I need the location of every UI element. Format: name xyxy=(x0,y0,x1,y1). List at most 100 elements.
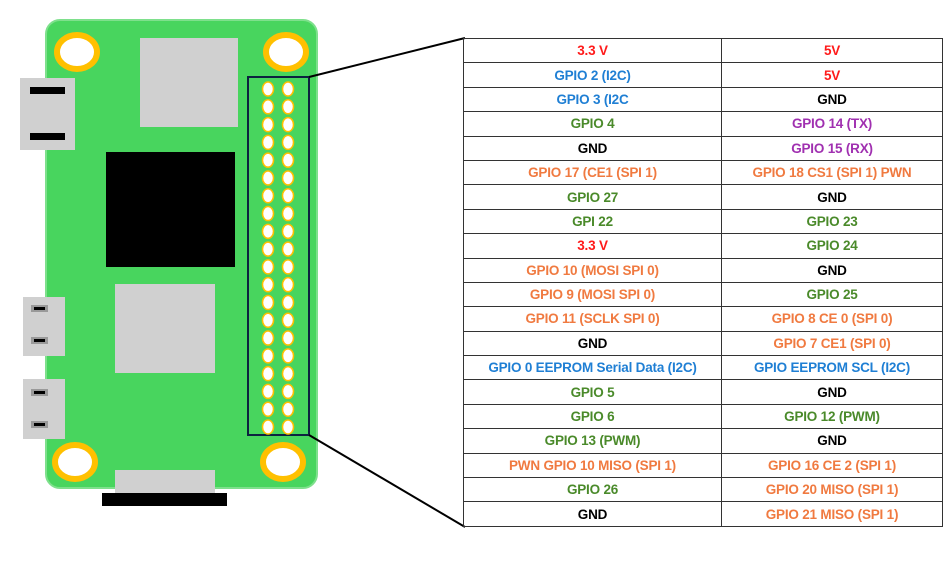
mini-hdmi-port xyxy=(20,78,75,150)
gpio-pin xyxy=(281,152,295,168)
pin-odd-label: GPI 22 xyxy=(463,208,722,235)
gpio-pin xyxy=(281,348,295,364)
pin-odd-label: GPIO 13 (PWM) xyxy=(463,428,722,454)
wifi-chip xyxy=(140,38,238,127)
mount-hole xyxy=(52,442,98,482)
pin-odd-label: GPIO 2 (I2C) xyxy=(463,62,722,88)
gpio-pin xyxy=(281,294,295,311)
gpio-pin xyxy=(261,223,275,240)
pin-odd-label: GPIO 3 (I2C xyxy=(463,86,722,113)
pin-even-label: GPIO 8 CE 0 (SPI 0) xyxy=(721,306,943,332)
callout-line-top xyxy=(308,37,466,78)
mount-hole xyxy=(260,442,306,482)
pin-even-label: GPIO EEPROM SCL (I2C) xyxy=(721,355,943,381)
pin-odd-label: GPIO 4 xyxy=(463,111,722,137)
gpio-pin xyxy=(281,365,295,382)
pin-odd-label: GND xyxy=(463,135,722,161)
pin-even-label: GPIO 18 CS1 (SPI 1) PWN xyxy=(721,159,943,186)
mount-hole xyxy=(54,32,100,72)
pin-odd-label: GPIO 11 (SCLK SPI 0) xyxy=(463,306,722,332)
gpio-pin xyxy=(281,223,295,240)
pin-odd-label: GPIO 26 xyxy=(463,477,722,503)
gpio-pins xyxy=(261,81,295,435)
pinout-row: PWN GPIO 10 MISO (SPI 1)GPIO 16 CE 2 (SP… xyxy=(463,452,943,479)
gpio-pin xyxy=(261,81,275,97)
camera-connector xyxy=(102,470,227,506)
pin-even-label: GPIO 20 MISO (SPI 1) xyxy=(721,477,943,503)
pin-even-label: GND xyxy=(721,379,943,405)
gpio-pin xyxy=(261,241,275,257)
gpio-pin xyxy=(261,330,275,346)
gpio-pin xyxy=(281,312,295,329)
gpio-pin xyxy=(261,187,275,204)
pin-even-label: GND xyxy=(721,86,943,113)
gpio-pin xyxy=(261,259,275,275)
gpio-pin xyxy=(261,152,275,168)
pin-even-label: GND xyxy=(721,428,943,454)
gpio-pin xyxy=(261,294,275,311)
gpio-pin xyxy=(281,259,295,275)
pin-even-label: GPIO 24 xyxy=(721,233,943,259)
pinout-row: GPIO 13 (PWM)GND xyxy=(463,428,943,454)
pin-even-label: GPIO 12 (PWM) xyxy=(721,403,943,430)
gpio-pin xyxy=(281,170,295,186)
gpio-pin xyxy=(281,81,295,97)
mount-hole xyxy=(263,32,309,72)
pinout-row: GPIO 10 (MOSI SPI 0)GND xyxy=(463,257,943,283)
raspberry-pi-zero-board xyxy=(20,19,466,528)
gpio-header-outline xyxy=(247,76,310,436)
pin-even-label: GND xyxy=(721,184,943,210)
pin-odd-label: GPIO 17 (CE1 (SPI 1) xyxy=(463,159,722,186)
pin-even-label: GPIO 14 (TX) xyxy=(721,111,943,137)
gpio-pin xyxy=(281,241,295,257)
gpio-pin xyxy=(261,99,275,115)
gpio-pin xyxy=(261,348,275,364)
pin-even-label: 5V xyxy=(721,37,943,64)
pin-odd-label: PWN GPIO 10 MISO (SPI 1) xyxy=(463,452,722,479)
pin-even-label: GPIO 16 CE 2 (SPI 1) xyxy=(721,452,943,479)
pin-even-label: GPIO 7 CE1 (SPI 0) xyxy=(721,330,943,357)
gpio-pin xyxy=(281,187,295,204)
memory-chip xyxy=(115,284,215,373)
pin-odd-label: GPIO 5 xyxy=(463,379,722,405)
gpio-pin xyxy=(281,134,295,151)
pin-odd-label: 3.3 V xyxy=(463,37,722,64)
gpio-pin xyxy=(261,383,275,400)
gpio-pin xyxy=(281,401,295,417)
pinout-row: GPIO 0 EEPROM Serial Data (I2C)GPIO EEPR… xyxy=(463,355,943,381)
pin-even-label: GPIO 15 (RX) xyxy=(721,135,943,161)
callout-line-bottom xyxy=(308,434,466,528)
processor-chip xyxy=(106,152,235,267)
pin-odd-label: GPIO 0 EEPROM Serial Data (I2C) xyxy=(463,355,722,381)
pin-odd-label: GND xyxy=(463,330,722,357)
gpio-pin xyxy=(281,419,295,435)
pin-odd-label: GPIO 6 xyxy=(463,403,722,430)
gpio-pin xyxy=(261,276,275,293)
pin-even-label: 5V xyxy=(721,62,943,88)
gpio-pin xyxy=(261,312,275,329)
gpio-pin xyxy=(261,170,275,186)
gpio-pin xyxy=(261,134,275,151)
gpio-pin xyxy=(261,205,275,222)
gpio-pin xyxy=(261,401,275,417)
gpio-pin xyxy=(261,365,275,382)
pinout-row: GPIO 2 (I2C)5V xyxy=(463,62,943,88)
micro-usb-port xyxy=(23,297,65,356)
gpio-pin xyxy=(261,419,275,435)
pin-even-label: GPIO 21 MISO (SPI 1) xyxy=(721,501,943,527)
pin-odd-label: GPIO 10 (MOSI SPI 0) xyxy=(463,257,722,283)
pinout-row: GPIO 9 (MOSI SPI 0)GPIO 25 xyxy=(463,281,943,308)
pinout-row: GPIO 17 (CE1 (SPI 1)GPIO 18 CS1 (SPI 1) … xyxy=(463,159,943,186)
gpio-pin xyxy=(281,330,295,346)
